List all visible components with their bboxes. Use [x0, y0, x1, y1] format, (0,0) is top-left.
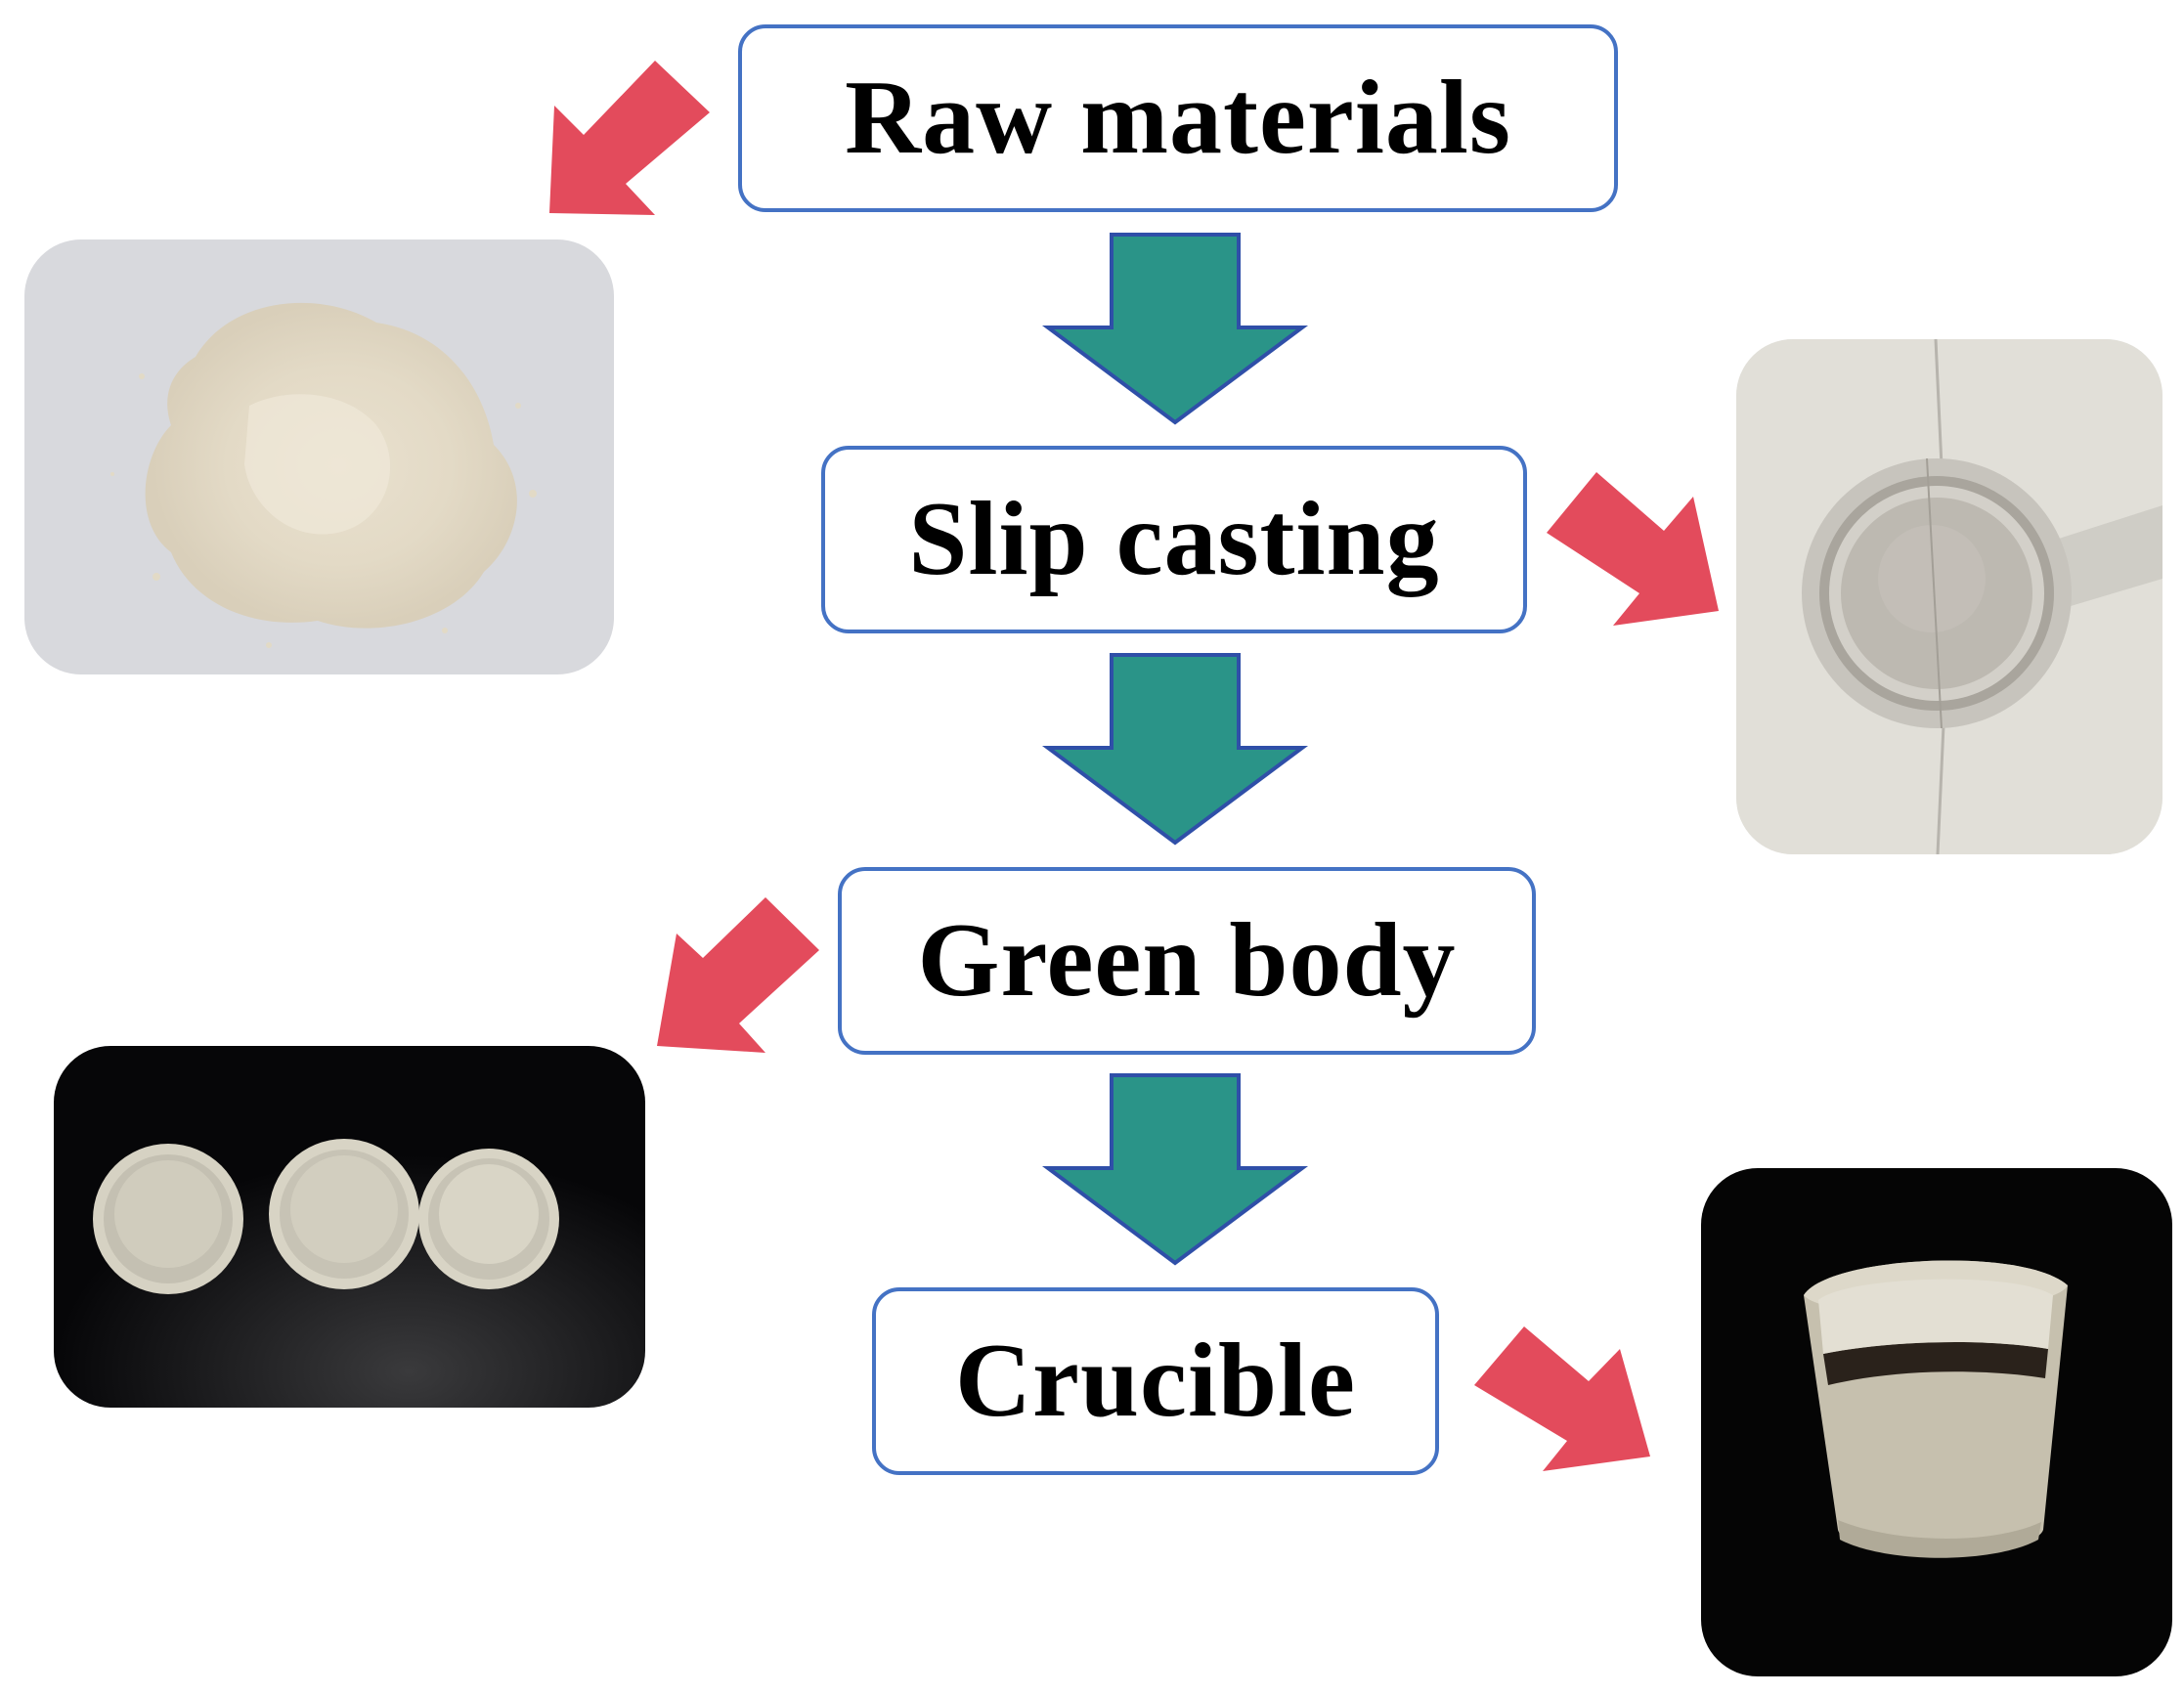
pointer-arrow-green — [657, 897, 819, 1053]
crucible-photo — [1701, 1168, 2172, 1676]
green-body-photo — [54, 1046, 645, 1408]
mold-photo — [1736, 339, 2162, 854]
pointer-arrow-mold — [1547, 472, 1719, 626]
pointer-arrow-powder — [549, 61, 710, 215]
green-body-box: Green body — [838, 867, 1536, 1055]
pointer-arrow-crucible — [1474, 1326, 1650, 1471]
green-body-label: Green body — [917, 902, 1457, 1019]
flow-arrow-2 — [1041, 653, 1309, 846]
flow-arrow-1 — [1041, 233, 1309, 425]
slip-casting-box: Slip casting — [821, 446, 1527, 633]
powder-photo — [24, 239, 614, 674]
raw-materials-label: Raw materials — [845, 60, 1511, 176]
flow-arrow-3 — [1041, 1073, 1309, 1266]
crucible-label: Crucible — [955, 1323, 1356, 1439]
raw-materials-box: Raw materials — [738, 24, 1618, 212]
crucible-box: Crucible — [872, 1287, 1439, 1475]
slip-casting-label: Slip casting — [908, 481, 1440, 597]
